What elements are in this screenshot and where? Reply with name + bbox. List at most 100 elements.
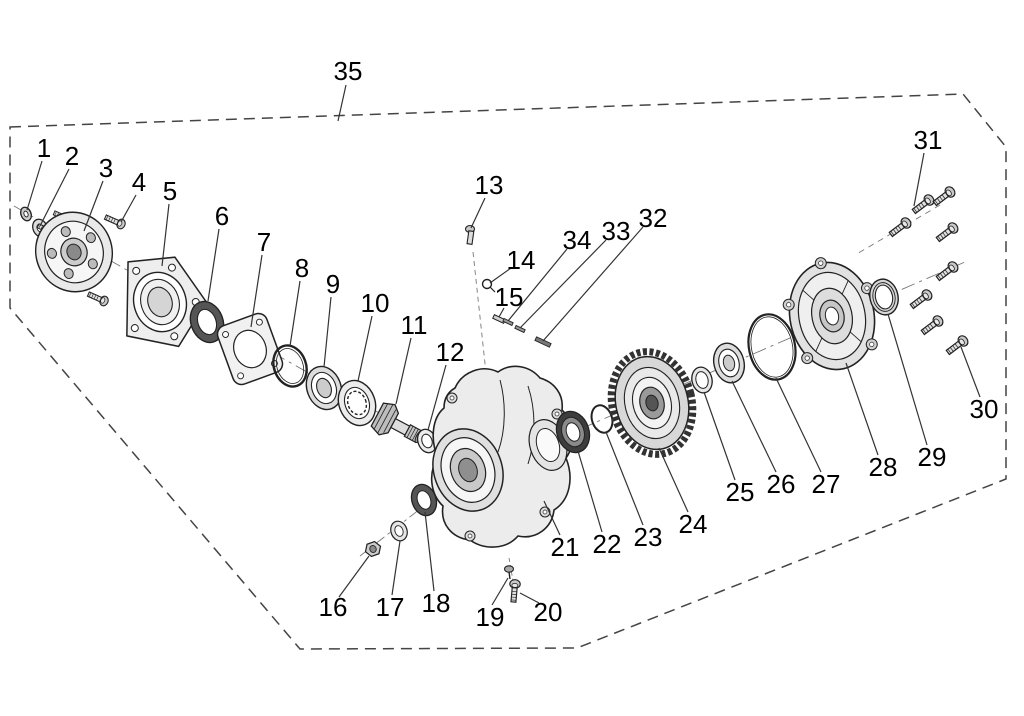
part-label-8: 8 (294, 253, 310, 283)
part-label-30: 30 (969, 394, 999, 424)
part-label-13: 13 (474, 170, 504, 200)
part-label-25: 25 (725, 477, 755, 507)
part-32-dowel-pin (534, 336, 552, 348)
leader-line-4 (120, 194, 137, 223)
part-label-17: 17 (375, 592, 405, 622)
part-13-breather-fitting (464, 224, 476, 245)
part-label-1: 1 (36, 133, 52, 163)
leader-line-1 (26, 160, 43, 211)
part-29-seal (869, 278, 899, 316)
leader-line-15 (498, 307, 505, 318)
leader-line-2 (39, 168, 70, 227)
leader-line-16 (338, 555, 370, 598)
part-label-26: 26 (766, 469, 796, 499)
part-label-28: 28 (868, 452, 898, 482)
part-18-seal (410, 483, 438, 517)
leader-line-26 (731, 380, 777, 473)
part-21-gearcase-housing (430, 365, 574, 548)
part-1-washer (20, 206, 32, 222)
part-label-6: 6 (214, 201, 230, 231)
part-9-bearing (305, 365, 343, 411)
leader-line-23 (605, 431, 644, 526)
part-26-bearing (712, 342, 746, 384)
part-label-29: 29 (917, 442, 947, 472)
leader-line-14 (489, 267, 512, 284)
leader-line-17 (391, 540, 401, 596)
leader-line-13 (470, 197, 486, 229)
leader-line-9 (323, 296, 332, 368)
part-27-o-ring (747, 313, 797, 381)
diagram-dashed-border (9, 93, 1007, 650)
leader-line-5 (161, 203, 170, 267)
part-17-washer (390, 520, 408, 542)
leader-line-25 (703, 391, 736, 481)
part-label-10: 10 (360, 288, 390, 318)
part-label-27: 27 (811, 469, 841, 499)
leader-line-6 (207, 228, 220, 302)
leader-line-28 (845, 362, 879, 456)
part-label-35: 35 (333, 56, 363, 86)
part-label-34: 34 (562, 225, 592, 255)
part-label-9: 9 (325, 269, 341, 299)
leader-line-18 (424, 511, 435, 592)
leader-line-7 (250, 254, 263, 328)
part-5-bearing-carrier (126, 256, 208, 348)
part-label-20: 20 (533, 597, 563, 627)
part-33-pin (514, 324, 526, 334)
part-label-16: 16 (318, 592, 348, 622)
leader-line-22 (577, 450, 603, 533)
part-label-15: 15 (494, 282, 524, 312)
part-label-23: 23 (633, 522, 663, 552)
leader-line-3 (83, 180, 104, 232)
part-14-clip (481, 278, 496, 293)
part-30-bolts (907, 259, 971, 358)
part-28-cover-housing (782, 257, 878, 371)
part-label-24: 24 (678, 509, 708, 539)
part-label-2: 2 (64, 141, 80, 171)
leader-line-33 (519, 239, 607, 329)
part-24-ring-gear (607, 348, 697, 458)
leader-line-29 (887, 313, 928, 446)
leader-line-11 (395, 337, 412, 405)
part-31-bolts (886, 184, 961, 245)
leader-line-24 (658, 447, 689, 513)
leader-line-32 (542, 226, 644, 342)
part-label-32: 32 (638, 203, 668, 233)
part-6-oil-seal (189, 300, 225, 344)
part-label-22: 22 (592, 529, 622, 559)
part-34-pin (502, 317, 514, 327)
leader-line-12 (427, 364, 447, 431)
part-label-5: 5 (162, 176, 178, 206)
part-3-wheel-hub (34, 208, 114, 293)
leader-line-21 (543, 500, 561, 536)
part-label-19: 19 (475, 602, 505, 632)
part-label-33: 33 (601, 216, 631, 246)
part-19-drain-plug (503, 565, 515, 580)
leader-line-34 (507, 248, 568, 322)
part-label-3: 3 (98, 153, 114, 183)
leader-line-10 (357, 315, 373, 382)
part-label-7: 7 (256, 227, 272, 257)
part-label-14: 14 (506, 245, 536, 275)
part-10-retainer-ring (337, 379, 377, 427)
leader-line-31 (913, 152, 925, 207)
part-25-spacer-ring (691, 366, 713, 394)
leader-line-35 (337, 84, 347, 122)
part-20-screw (507, 578, 522, 604)
part-8-o-ring (272, 344, 308, 388)
part-16-nut (364, 540, 382, 558)
part-label-11: 11 (400, 310, 428, 340)
leader-line-20 (519, 592, 540, 604)
part-label-31: 31 (913, 125, 943, 155)
leader-line-19 (491, 577, 509, 606)
part-7-cover-plate (216, 312, 284, 386)
leader-lines (26, 84, 981, 606)
part-label-12: 12 (435, 337, 465, 367)
leader-line-27 (775, 377, 822, 473)
leader-line-30 (960, 346, 981, 398)
part-label-18: 18 (421, 588, 451, 618)
part-label-21: 21 (550, 532, 580, 562)
leader-line-8 (289, 280, 301, 347)
